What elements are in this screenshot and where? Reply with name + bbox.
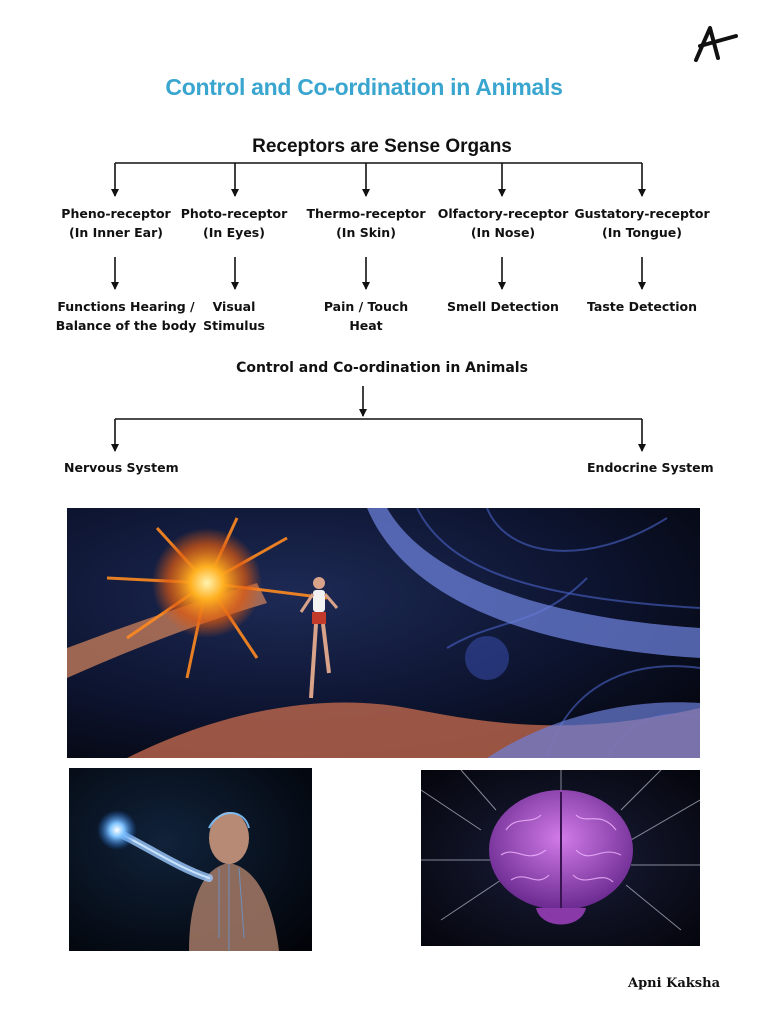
brain-network-image — [421, 770, 700, 946]
receptor-function: Taste Detection — [586, 299, 698, 314]
endocrine-system-label: Endocrine System — [587, 460, 714, 475]
receptor-name: Photo-receptor(In Eyes) — [180, 206, 288, 240]
receptors-heading: Receptors are Sense Organs — [252, 136, 512, 157]
runner-figure — [299, 577, 339, 699]
neuron-runner-image — [67, 508, 700, 758]
receptor-function: Smell Detection — [447, 299, 559, 314]
page-title: Control and Co-ordination in Animals — [165, 74, 563, 100]
footer-brand: Apni Kaksha — [627, 976, 720, 991]
receptor-function: Functions Hearing /Balance of the body — [55, 299, 197, 333]
receptor-name: Olfactory-receptor(In Nose) — [437, 206, 569, 240]
glowing-human-image — [69, 768, 312, 951]
apni-kaksha-logo — [694, 26, 738, 62]
receptor-name: Pheno-receptor(In Inner Ear) — [61, 206, 171, 240]
coordination-heading: Control and Co-ordination in Animals — [236, 360, 528, 376]
receptor-name: Gustatory-receptor(In Tongue) — [574, 206, 710, 240]
receptor-name: Thermo-receptor(In Skin) — [306, 206, 426, 240]
nervous-system-label: Nervous System — [64, 460, 179, 475]
